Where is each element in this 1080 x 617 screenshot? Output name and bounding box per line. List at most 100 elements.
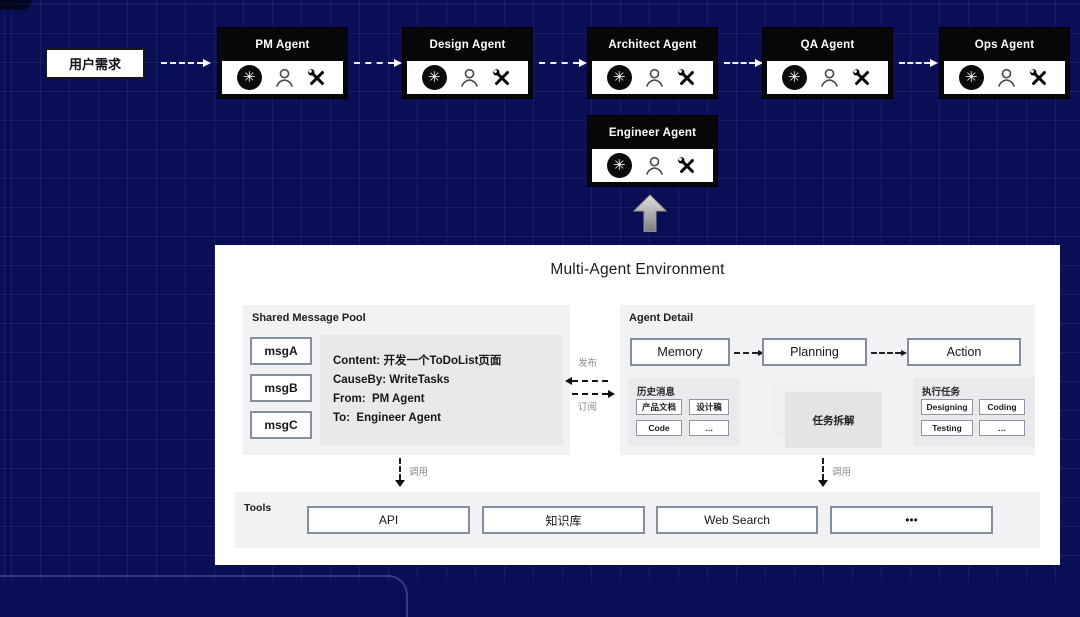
agent-detail-label: Agent Detail: [629, 312, 694, 324]
panel-title: Multi-Agent Environment: [550, 261, 725, 278]
publish-label: 发布: [578, 358, 598, 369]
memory-box: Memory: [630, 338, 730, 366]
chip-label: Designing: [926, 402, 968, 412]
agent-name: PM Agent: [255, 38, 310, 51]
history-chip: 设计稿: [689, 399, 729, 415]
user-request-box: 用户需求: [45, 48, 145, 79]
agent-icon-row: [767, 61, 888, 94]
task-decompose-label: 任务拆解: [812, 414, 855, 427]
agent-icon-row: [222, 61, 343, 94]
chip-label: Code: [648, 423, 670, 433]
chip-label: …: [704, 423, 714, 433]
shared-message-pool-section: Shared Message Pool msgA msgB msgC Conte…: [243, 305, 570, 455]
tool-box-more: •••: [830, 506, 993, 534]
arrowhead-icon: [579, 59, 587, 67]
chip-label: …: [997, 423, 1007, 433]
message-line-to: To: Engineer Agent: [333, 412, 441, 424]
invoke-arrow-right: [818, 458, 828, 487]
pipeline-arrow: [871, 350, 907, 356]
subscribe-label: 订阅: [578, 402, 598, 413]
planning-label: Planning: [790, 345, 839, 359]
agent-box-design: Design Agent: [403, 28, 532, 98]
arrowhead-icon: [395, 480, 405, 487]
openai-icon: [781, 65, 807, 90]
person-icon: [460, 68, 478, 87]
execute-panel: 执行任务 Designing Coding Testing …: [913, 378, 1035, 446]
agent-icon-row: [592, 61, 713, 94]
tool-label: 知识库: [545, 513, 582, 528]
agent-name: Design Agent: [429, 38, 506, 51]
user-request-label: 用户需求: [68, 57, 121, 72]
history-chip: …: [689, 420, 729, 436]
tool-label: Web Search: [704, 513, 770, 527]
corner-notch: [0, 0, 32, 10]
tools-icon: [678, 156, 695, 173]
tool-label: •••: [905, 513, 918, 527]
tools-icon: [853, 68, 870, 85]
msg-label: msgB: [264, 381, 298, 395]
person-icon: [820, 68, 838, 87]
arrowhead-icon: [930, 59, 938, 67]
agent-name: Engineer Agent: [608, 126, 697, 139]
flow-arrow-pm-to-design: [354, 59, 402, 67]
agent-name: QA Agent: [800, 38, 855, 51]
bottom-left-window-edge: [0, 575, 408, 617]
publish-arrow: [565, 377, 608, 385]
execute-label: 执行任务: [922, 387, 961, 398]
openai-icon: [606, 65, 632, 90]
memory-label: Memory: [657, 345, 703, 359]
arrowhead-icon: [901, 350, 907, 356]
tools-label: Tools: [244, 502, 272, 514]
flow-arrow-design-to-architect: [539, 59, 587, 67]
agent-box-qa: QA Agent: [763, 28, 892, 98]
openai-icon: [236, 65, 262, 90]
agent-box-pm: PM Agent: [218, 28, 347, 98]
up-arrow-icon: [633, 195, 667, 232]
openai-icon: [958, 65, 984, 90]
tools-icon: [678, 68, 695, 85]
shared-message-pool-label: Shared Message Pool: [252, 312, 366, 324]
agent-box-engineer: Engineer Agent: [588, 116, 717, 186]
message-line-causeby: CauseBy: WriteTasks: [333, 374, 450, 386]
execute-chip: Testing: [921, 420, 973, 436]
agent-icon-row: [592, 149, 713, 182]
action-label: Action: [946, 345, 982, 359]
msg-label: msgC: [264, 418, 298, 432]
pipeline-arrow: [734, 350, 764, 356]
history-panel: 历史消息 产品文档 设计稿 Code …: [628, 378, 740, 446]
action-box: Action: [907, 338, 1021, 366]
chip-label: 产品文档: [641, 402, 676, 412]
msg-box-b: msgB: [250, 374, 312, 402]
msg-label: msgA: [264, 344, 298, 358]
flow-arrow-architect-to-qa: [724, 59, 763, 67]
chip-label: 设计稿: [696, 402, 722, 412]
arrowhead-icon: [755, 59, 763, 67]
person-icon: [645, 68, 663, 87]
msg-box-a: msgA: [250, 337, 312, 365]
arrowhead-icon: [758, 350, 764, 356]
openai-icon: [606, 153, 632, 178]
agent-box-ops: Ops Agent: [940, 28, 1069, 98]
agent-icon-row: [944, 61, 1065, 94]
tools-icon: [1030, 68, 1047, 85]
agent-box-architect: Architect Agent: [588, 28, 717, 98]
arrowhead-icon: [394, 59, 402, 67]
tools-icon: [493, 68, 510, 85]
planning-box: Planning: [762, 338, 867, 366]
history-label: 历史消息: [637, 387, 676, 398]
tools-section: Tools API 知识库 Web Search •••: [235, 492, 1040, 548]
tool-box-web-search: Web Search: [656, 506, 818, 534]
agent-icon-row: [407, 61, 528, 94]
flow-arrow-qa-to-ops: [899, 59, 938, 67]
tools-icon: [308, 68, 325, 85]
openai-icon: [421, 65, 447, 90]
message-line-content: Content: 开发一个ToDoList页面: [333, 355, 502, 367]
person-icon: [275, 68, 293, 87]
flow-arrow-user-to-pm: [161, 59, 211, 67]
person-icon: [645, 156, 663, 175]
execute-chip: …: [979, 420, 1025, 436]
tool-box-api: API: [307, 506, 470, 534]
invoke-label-left: 调用: [409, 467, 429, 478]
message-line-from: From: PM Agent: [333, 393, 425, 405]
invoke-arrow-left: [395, 458, 405, 487]
